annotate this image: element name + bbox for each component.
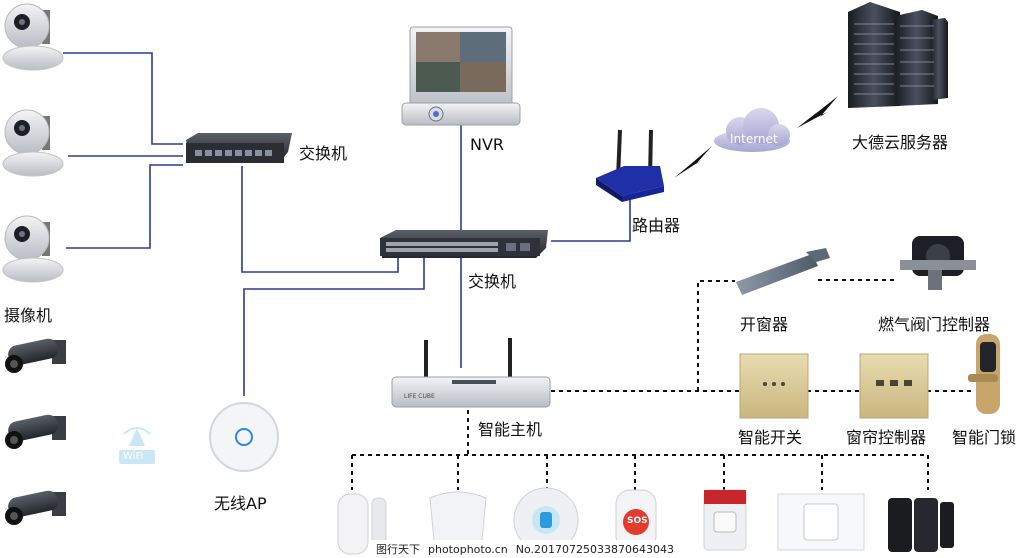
smart-switch-label: 智能开关 xyxy=(738,428,803,447)
smoke-detector-icon xyxy=(513,487,579,553)
lightning-icon xyxy=(797,96,838,128)
dash-opener-up xyxy=(697,280,735,391)
bullet-camera-icon xyxy=(5,414,66,449)
curtain-controller-label: 窗帘控制器 xyxy=(846,428,927,447)
curtain-controller-panel-icon xyxy=(859,353,929,419)
wire-camera-3 xyxy=(66,164,183,249)
doorbell-icon xyxy=(777,493,865,551)
lightning-icon xyxy=(674,146,712,178)
host-brand-label: LIFE CUBE xyxy=(404,393,435,400)
smart-host-label: 智能主机 xyxy=(478,420,543,439)
nvr-label: NVR xyxy=(470,135,505,154)
dome-camera-icon xyxy=(2,215,64,283)
wired-links xyxy=(63,52,631,396)
core-switch-icon xyxy=(380,230,548,258)
watermark-site: 图行天下 xyxy=(376,543,420,556)
watermark-number: No.20170725033870643043 xyxy=(515,542,675,556)
small-switch-icon xyxy=(186,133,292,163)
nvr-icon xyxy=(401,26,521,126)
smart-switch-panel-icon xyxy=(739,353,809,419)
window-opener-icon xyxy=(736,248,830,295)
cloud-server-label: 大德云服务器 xyxy=(852,133,949,152)
sos-label: SOS xyxy=(627,516,648,526)
smart-host-icon xyxy=(391,338,551,408)
dome-camera-icon xyxy=(2,109,64,177)
wire-ap-to-core xyxy=(243,253,425,396)
internet-label: Internet xyxy=(730,132,778,146)
gas-detector-icon xyxy=(703,489,747,551)
wifi-icon: WiFi xyxy=(116,424,158,466)
small-switch-label: 交换机 xyxy=(299,144,348,163)
bullet-camera-icon xyxy=(5,490,66,525)
camera-group-label: 摄像机 xyxy=(4,306,53,325)
bullet-camera-icon xyxy=(5,338,66,373)
wire-camera-1 xyxy=(63,52,183,145)
watermark-url: photophoto.cn xyxy=(428,542,508,556)
wireless-ap-label: 无线AP xyxy=(214,494,267,513)
wire-small-switch-to-core xyxy=(241,166,399,273)
watermark-bar: 图行天下 photophoto.cn No.201707250338706430… xyxy=(372,540,676,558)
dome-camera-icon xyxy=(2,3,64,71)
wireless-ap-icon xyxy=(209,402,279,472)
internet-cloud-icon xyxy=(714,108,790,152)
pir-sensor-icon xyxy=(429,491,487,547)
window-opener-label: 开窗器 xyxy=(740,315,789,334)
wire-core-to-router xyxy=(551,190,631,242)
door-sensor-icon xyxy=(337,493,387,555)
router-label: 路由器 xyxy=(632,216,681,235)
infrared-beam-icon xyxy=(888,498,954,552)
gas-valve-label: 燃气阀门控制器 xyxy=(878,315,991,334)
gas-valve-icon xyxy=(900,236,976,290)
router-icon xyxy=(596,129,664,202)
smart-lock-icon xyxy=(968,334,1000,414)
wifi-badge-label: WiFi xyxy=(123,451,144,462)
smart-lock-label: 智能门锁 xyxy=(952,428,1017,447)
sos-button-icon xyxy=(615,489,657,551)
core-switch-label: 交换机 xyxy=(468,272,517,291)
server-rack-icon xyxy=(848,2,948,108)
